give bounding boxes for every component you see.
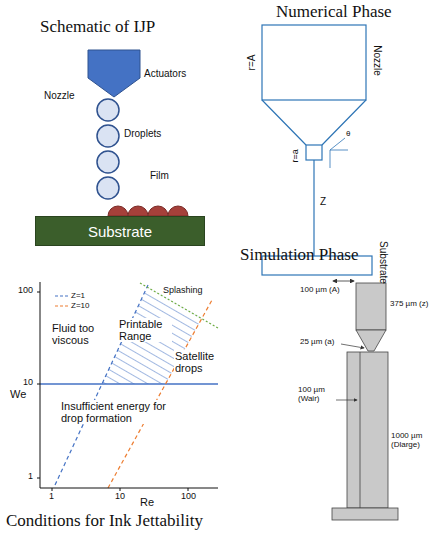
z10-line bbox=[108, 300, 212, 488]
tick bbox=[37, 384, 40, 385]
legend-sample bbox=[55, 305, 68, 306]
section-title: Simulation Phase bbox=[240, 246, 359, 265]
part-label: Droplets bbox=[124, 128, 161, 139]
chart-axes bbox=[37, 282, 218, 491]
axis-symbol: θ bbox=[346, 130, 350, 139]
section-title: Schematic of IJP bbox=[40, 18, 155, 37]
axis-title: Re bbox=[140, 496, 154, 508]
z1-line bbox=[55, 285, 148, 485]
region-label: Splashing bbox=[163, 286, 203, 296]
tick bbox=[37, 292, 40, 293]
jet-axis bbox=[313, 160, 314, 256]
section-title: Numerical Phase bbox=[276, 3, 392, 22]
leader-line bbox=[341, 344, 364, 348]
droplet bbox=[97, 125, 119, 147]
nozzle-outline bbox=[262, 25, 372, 275]
region-label: Fluid too viscous bbox=[52, 322, 112, 346]
tick bbox=[120, 488, 121, 491]
dimension-arrow bbox=[333, 281, 354, 282]
axis-title: We bbox=[10, 388, 26, 400]
region-label: Satellite drops bbox=[174, 350, 220, 374]
part-label: Film bbox=[150, 170, 169, 181]
substrate-block bbox=[332, 508, 398, 520]
nozzle-head bbox=[88, 50, 140, 97]
nozzle-taper bbox=[356, 330, 386, 351]
tick-label: 100 bbox=[18, 286, 33, 296]
axis-line bbox=[360, 352, 361, 508]
legend-samples bbox=[55, 296, 68, 306]
nozzle-neck bbox=[306, 145, 322, 160]
y-axis bbox=[40, 282, 41, 488]
droplet bbox=[97, 151, 119, 173]
reservoir bbox=[356, 283, 386, 330]
dimension-label: r=A bbox=[247, 54, 258, 70]
coordinate-axes bbox=[330, 138, 348, 168]
tick-label: 100 bbox=[181, 492, 196, 502]
axis-symbol: Z bbox=[320, 196, 326, 207]
axis-arrow bbox=[330, 150, 331, 168]
legend-text: Z=10 bbox=[71, 301, 89, 311]
part-label: Actuators bbox=[144, 68, 186, 79]
tick bbox=[37, 478, 40, 479]
x-axis bbox=[40, 488, 218, 489]
legend-text: Z=1 bbox=[71, 291, 85, 301]
droplet bbox=[97, 99, 119, 121]
droplet bbox=[97, 177, 119, 199]
substrate-box: Substrate bbox=[35, 216, 205, 246]
axis-arrow bbox=[330, 150, 348, 151]
dimension-label: r=a bbox=[291, 149, 301, 162]
dimension-label: 100 µm (A) bbox=[300, 286, 340, 295]
film-layer bbox=[108, 206, 188, 216]
part-label: Nozzle bbox=[44, 90, 75, 101]
tick-label: 1 bbox=[28, 472, 33, 482]
leader-line bbox=[336, 400, 357, 401]
region-label: Printable Range bbox=[118, 318, 172, 342]
tick bbox=[52, 488, 53, 491]
dimension-label: 25 µm (a) bbox=[300, 338, 334, 347]
region-label: Insufficient energy for drop formation bbox=[60, 400, 174, 424]
node-text: Substrate bbox=[88, 223, 152, 240]
nozzle-taper bbox=[262, 100, 366, 145]
dimension-label: 100 µm (Wair) bbox=[298, 386, 336, 404]
air-domain bbox=[347, 352, 388, 508]
dimension-label: 375 µm (z) bbox=[390, 300, 428, 309]
dimension-label: 1000 µm (Dlarge) bbox=[391, 432, 431, 450]
nozzle-body bbox=[262, 25, 366, 100]
part-label: Nozzle bbox=[371, 45, 382, 76]
part-label: Substrate bbox=[378, 241, 389, 284]
section-title: Conditions for Ink Jettability bbox=[6, 512, 203, 531]
tick-label: 10 bbox=[115, 492, 125, 502]
axis-arrow bbox=[330, 138, 345, 150]
we-threshold-line bbox=[40, 383, 218, 384]
tick-label: 10 bbox=[23, 378, 33, 388]
tick bbox=[188, 488, 189, 491]
legend-sample bbox=[55, 295, 68, 296]
tick-label: 1 bbox=[49, 492, 54, 502]
